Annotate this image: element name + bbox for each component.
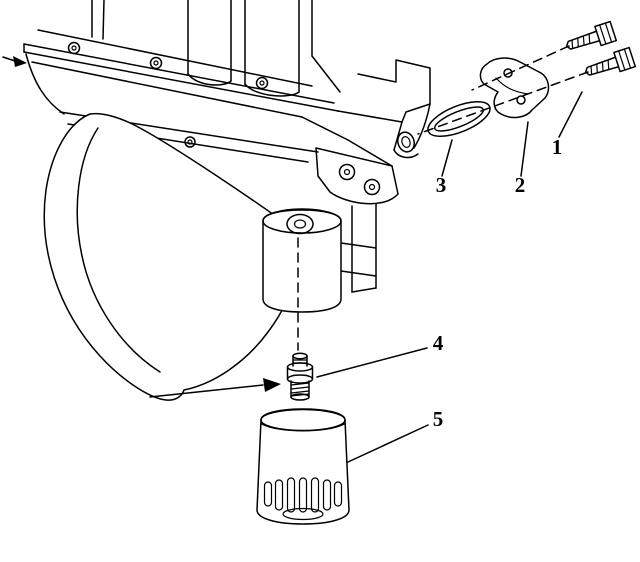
bolt-2: [584, 46, 637, 76]
cover: [479, 57, 550, 119]
fitting-pointer-arrow: [149, 378, 281, 398]
callout-4: 4: [433, 331, 444, 355]
engine-block: [2, 0, 431, 293]
centerline-cover: [417, 45, 589, 135]
gasket: [427, 100, 491, 138]
bolt-1: [565, 20, 618, 50]
block-pointer-arrow: [2, 56, 27, 67]
callout-3: 3: [436, 173, 447, 197]
cover-port: [397, 131, 415, 153]
oil-pan: [43, 112, 294, 401]
callout-2: 2: [515, 173, 526, 197]
oil-filter: [256, 408, 350, 525]
callout-5: 5: [433, 407, 444, 431]
oil-filter-boss: [262, 208, 342, 313]
leader-lines: [316, 91, 583, 463]
callout-1: 1: [552, 135, 563, 159]
oil-filter-fitting: [286, 352, 314, 401]
